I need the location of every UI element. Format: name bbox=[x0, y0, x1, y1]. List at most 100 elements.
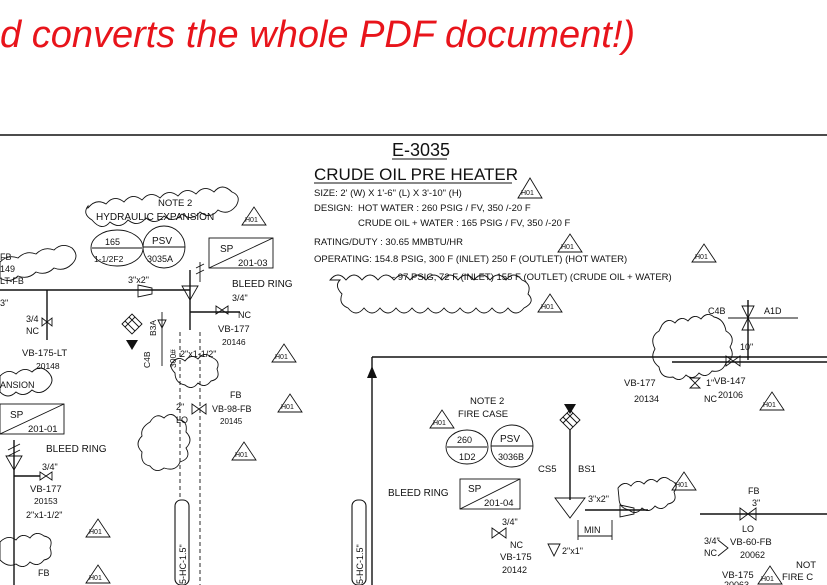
psv-set-pressure: 165 bbox=[105, 237, 120, 247]
svg-text:H01: H01 bbox=[89, 575, 102, 582]
rev-triangle: H01 bbox=[85, 564, 111, 584]
revision-cloud bbox=[0, 245, 77, 281]
svg-text:H01: H01 bbox=[761, 576, 774, 583]
psv-tag: 3035A bbox=[147, 254, 173, 264]
left-ansion: ANSION bbox=[0, 380, 35, 390]
rev-triangle: H01 bbox=[537, 293, 563, 313]
size-2-label: 2" bbox=[176, 402, 184, 412]
psv-orifice-size: 1-1/2F2 bbox=[94, 254, 124, 264]
rev-triangle: H01 bbox=[691, 243, 717, 263]
hydraulic-expansion-label: HYDRAULIC EXPANSION bbox=[96, 212, 214, 223]
line-number-box bbox=[174, 499, 190, 585]
equipment-operating-1: OPERATING: 154.8 PSIG, 300 F (INLET) 250… bbox=[314, 254, 627, 265]
sp-label: SP bbox=[10, 410, 24, 421]
valve-tag: VB-60-FB bbox=[730, 537, 772, 548]
valve-tag: VB-177 bbox=[30, 484, 62, 495]
valve-size-label: 1" bbox=[706, 378, 714, 388]
left-34: 3/4 bbox=[26, 314, 39, 324]
line-number: 5-HC-1.5" bbox=[355, 544, 365, 584]
fire-case-label: FIRE CASE bbox=[458, 409, 508, 420]
spec-c4b: C4B bbox=[142, 351, 152, 368]
banner-caption: d converts the whole PDF document!) bbox=[0, 14, 636, 56]
rev-triangle: H01 bbox=[277, 393, 303, 413]
svg-text:H01: H01 bbox=[433, 420, 446, 427]
line-number-box bbox=[351, 499, 367, 585]
sp-tag: 201-04 bbox=[484, 498, 514, 509]
sp-tag: 201-01 bbox=[28, 424, 58, 435]
valve-number: 20063 bbox=[724, 580, 749, 585]
spec-bs1: BS1 bbox=[578, 464, 596, 475]
revision-cloud bbox=[170, 354, 219, 388]
valve-tag: VB-98-FB bbox=[212, 404, 252, 414]
spectacle-blind-box bbox=[0, 403, 65, 435]
svg-text:H01: H01 bbox=[521, 190, 534, 197]
equipment-operating-2: - 97 PSIG, 72 F (INLET) 155 F (OUTLET) (… bbox=[392, 272, 672, 283]
rev-triangle: H01 bbox=[85, 518, 111, 538]
psv-orifice-size: 1D2 bbox=[459, 452, 476, 462]
rev-triangle: H01 bbox=[517, 177, 543, 199]
reducer-symbol bbox=[137, 284, 153, 298]
note-2-label: NOTE 2 bbox=[470, 396, 504, 407]
svg-text:H01: H01 bbox=[89, 529, 102, 536]
left-lt-fb: LT-FB bbox=[0, 276, 24, 286]
valve-number: 20134 bbox=[634, 394, 659, 404]
valve-tag: VB-175 bbox=[500, 552, 532, 563]
rev-triangle: H01 bbox=[231, 441, 257, 461]
revision-cloud bbox=[652, 314, 733, 380]
valve-tag: VB-175 bbox=[722, 570, 754, 581]
rev-triangle: H01 bbox=[759, 391, 785, 411]
sp-label: SP bbox=[220, 244, 234, 255]
fb-label: FB bbox=[38, 568, 50, 578]
svg-text:H01: H01 bbox=[245, 217, 258, 224]
diamond-hatch-icon bbox=[121, 313, 143, 335]
spectacle-blind-box bbox=[459, 478, 521, 510]
psv-tag: 3036B bbox=[498, 452, 524, 462]
psv-label: PSV bbox=[500, 434, 520, 445]
psv-valve-symbol bbox=[5, 455, 23, 471]
note-2-label: NOTE 2 bbox=[158, 198, 192, 209]
psv-set-pressure: 260 bbox=[457, 435, 472, 445]
valve-tag: VB-177 bbox=[218, 324, 250, 335]
svg-text:H01: H01 bbox=[763, 402, 776, 409]
gate-valve-icon bbox=[717, 539, 729, 557]
left-3: 3" bbox=[0, 298, 8, 308]
svg-text:H01: H01 bbox=[235, 452, 248, 459]
revision-cloud bbox=[85, 186, 239, 227]
gate-valve-icon bbox=[41, 317, 53, 327]
valve-size-label: 3/4" bbox=[704, 536, 720, 546]
rating-300: 300# bbox=[168, 349, 178, 368]
fire-case-label-right: FIRE C bbox=[782, 572, 813, 583]
valve-number: 20146 bbox=[222, 337, 246, 347]
lo-label: LO bbox=[742, 524, 754, 534]
psv-label: PSV bbox=[152, 236, 172, 247]
rev-triangle: H01 bbox=[671, 471, 697, 491]
rev-triangle: H01 bbox=[757, 565, 783, 585]
note-label-right: NOT bbox=[796, 560, 816, 571]
revision-cloud bbox=[617, 477, 677, 513]
gate-valve-icon bbox=[725, 355, 741, 367]
valve-number: 20148 bbox=[36, 361, 60, 371]
valve-tag: VB-175-LT bbox=[22, 348, 67, 359]
line-number: 5-HC-1.5" bbox=[178, 544, 188, 584]
nc-label: NC bbox=[704, 548, 717, 558]
left-149: 149 bbox=[0, 264, 15, 274]
spec-cs5: CS5 bbox=[538, 464, 556, 475]
fb-label: FB bbox=[230, 390, 242, 400]
equipment-name: CRUDE OIL PRE HEATER bbox=[314, 165, 518, 184]
reducer-label: 3"x2" bbox=[588, 494, 609, 504]
nc-label: NC bbox=[510, 540, 523, 550]
rev-triangle: H01 bbox=[271, 343, 297, 363]
equipment-tag: E-3035 bbox=[392, 140, 450, 160]
valve-tag: VB-147 bbox=[714, 376, 746, 387]
sp-label: SP bbox=[468, 484, 482, 495]
svg-text:H01: H01 bbox=[281, 404, 294, 411]
gate-valve-icon bbox=[739, 507, 757, 521]
valve-number: 20142 bbox=[502, 565, 527, 575]
spec-a1d: A1D bbox=[764, 306, 782, 316]
psv-valve-symbol bbox=[554, 497, 586, 519]
svg-text:H01: H01 bbox=[695, 254, 708, 261]
bleed-ring-label: BLEED RING bbox=[388, 488, 449, 499]
equipment-design-2: CRUDE OIL + WATER : 165 PSIG / FV, 350 /… bbox=[358, 218, 571, 229]
arrow-icon bbox=[367, 366, 377, 378]
fb-label: FB bbox=[748, 486, 760, 496]
